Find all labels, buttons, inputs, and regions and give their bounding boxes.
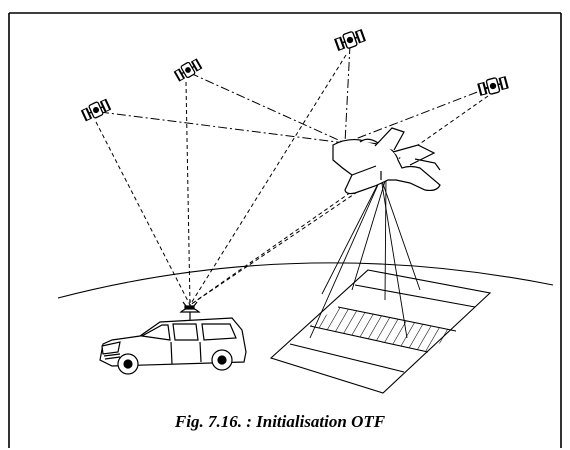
figure-caption: Fig. 7.16. : Initialisation OTF xyxy=(174,412,386,431)
satellite-vehicle-links xyxy=(95,54,489,306)
aircraft-icon xyxy=(332,127,441,195)
satellite-aircraft-links xyxy=(99,44,494,144)
satellite-3-icon xyxy=(332,27,368,53)
satellite-2-icon xyxy=(172,56,204,84)
earth-horizon-curve xyxy=(57,262,554,299)
satellite-1-icon xyxy=(79,96,113,124)
survey-vehicle-icon xyxy=(99,300,247,375)
satellite-4-icon xyxy=(476,74,510,98)
ground-photo-grid xyxy=(269,269,492,394)
figure-frame xyxy=(8,12,562,448)
